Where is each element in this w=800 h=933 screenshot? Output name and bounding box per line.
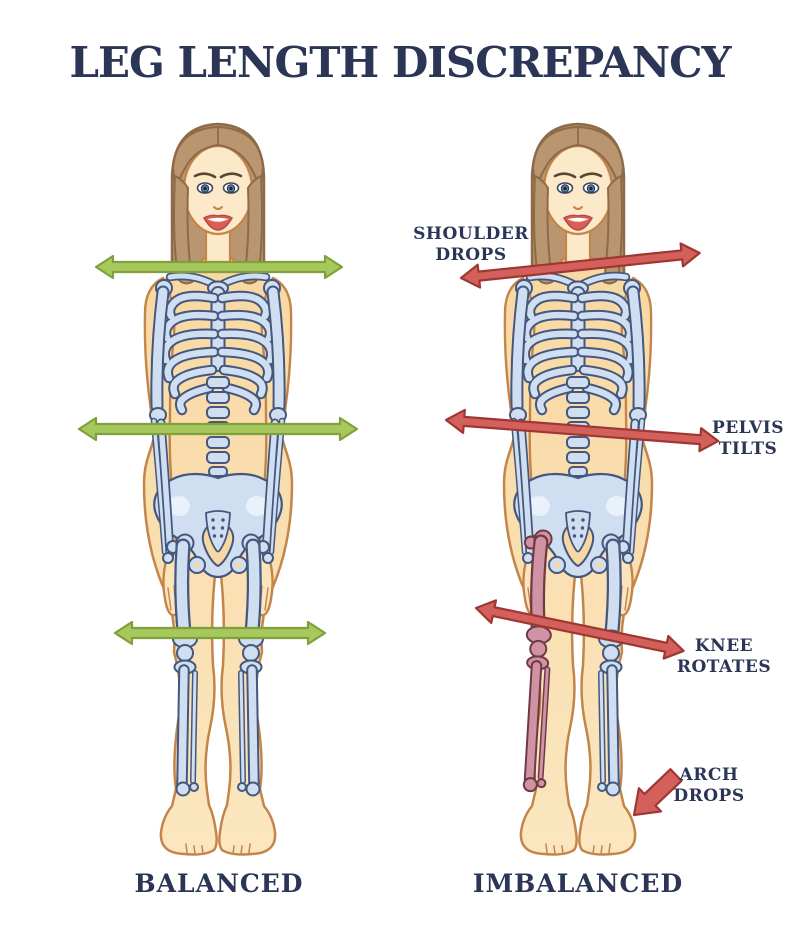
shoulder-drops-line1: SHOULDER [413, 224, 529, 244]
knee-rotates-line2: ROTATES [676, 657, 772, 677]
pelvis-tilts-label: PELVIS TILTS [688, 418, 800, 460]
arch-drops-line1: ARCH [679, 765, 739, 785]
page-title: LEG LENGTH DISCREPANCY [69, 38, 731, 87]
knee-rotates-line1: KNEE [694, 636, 754, 656]
pelvis-tilts-line1: PELVIS [711, 418, 785, 438]
arch-drops-line2: DROPS [673, 786, 745, 806]
balanced-caption: BALANCED [134, 869, 304, 898]
imbalanced-caption: IMBALANCED [472, 869, 684, 898]
arch-drops-label: ARCH DROPS [649, 765, 769, 807]
shoulder-drops-line2: DROPS [435, 245, 507, 265]
balanced-figure-illustration [68, 116, 368, 856]
pelvis-tilts-line2: TILTS [718, 439, 778, 459]
balanced-body [144, 124, 292, 855]
knee-rotates-label: KNEE ROTATES [654, 636, 794, 678]
shoulder-drops-label: SHOULDER DROPS [391, 224, 551, 266]
